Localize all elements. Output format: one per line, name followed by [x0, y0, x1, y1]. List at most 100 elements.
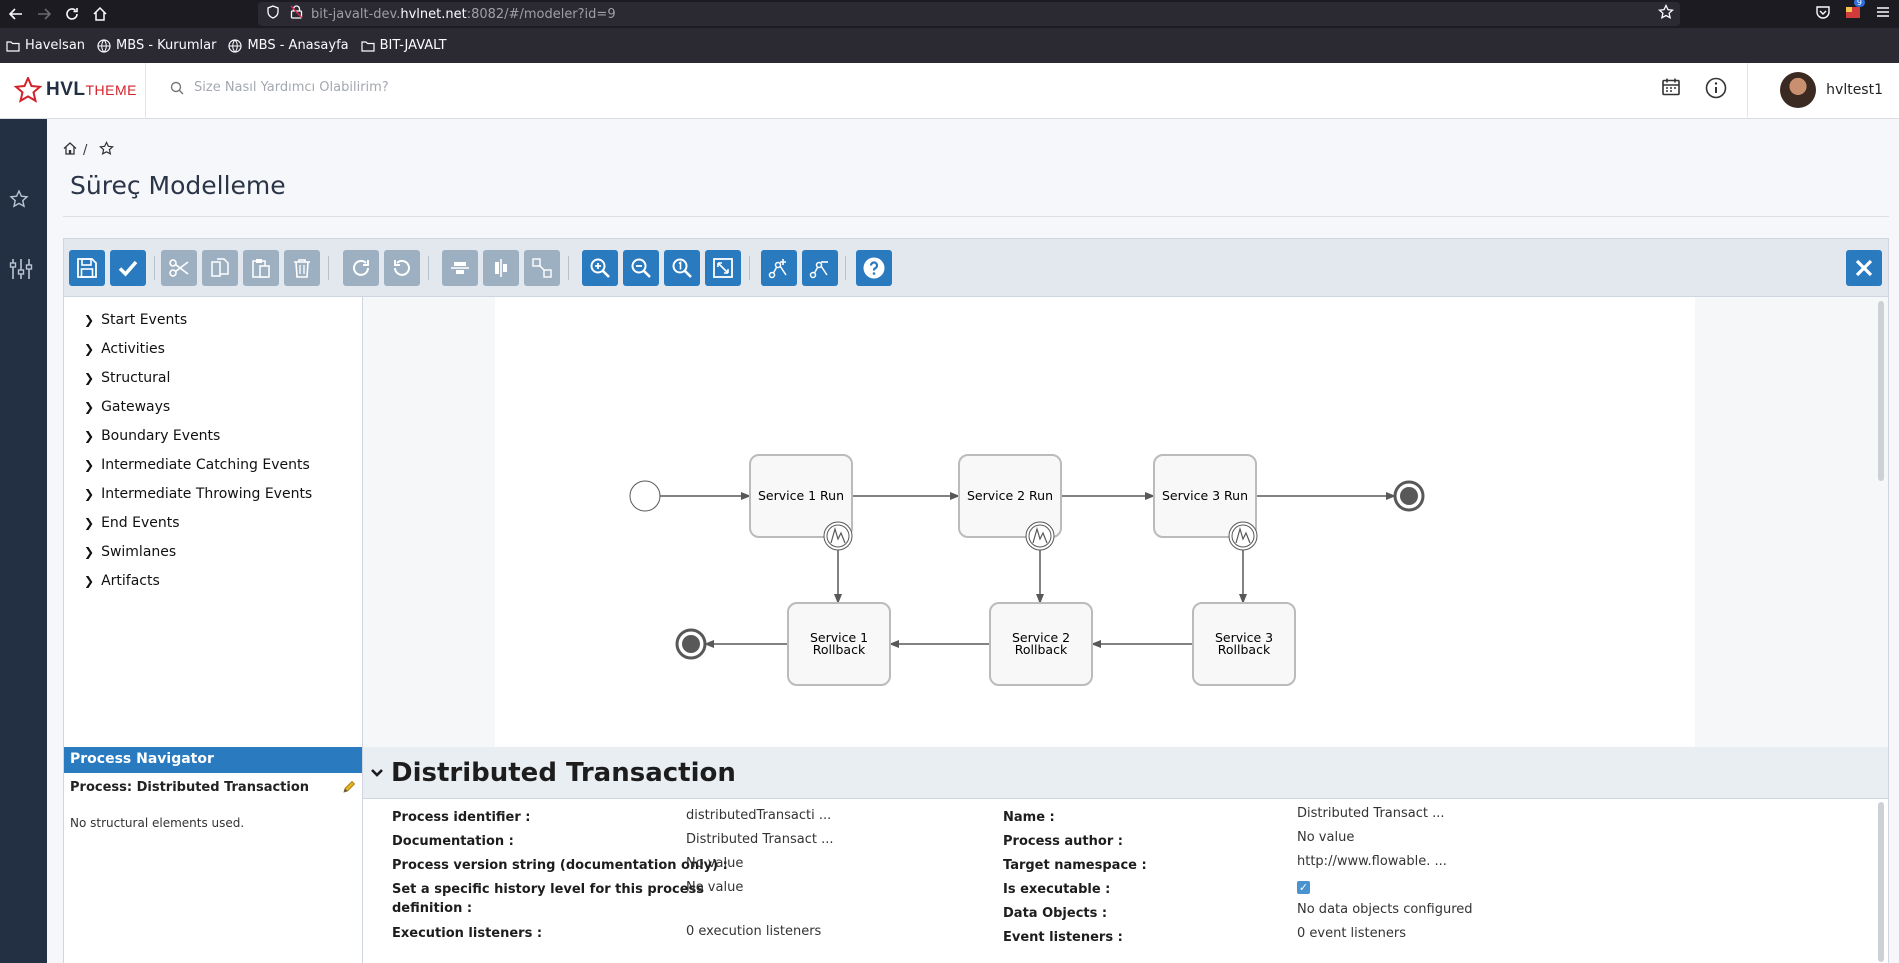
palette-group-gateways[interactable]: ❯Gateways [84, 399, 170, 415]
task-label: Service 3 Run [1162, 488, 1248, 503]
palette-group-swimlanes[interactable]: ❯Swimlanes [84, 544, 176, 560]
properties-panel: Distributed Transaction Process identifi… [363, 747, 1888, 963]
palette-group-boundary-events[interactable]: ❯Boundary Events [84, 428, 220, 444]
delete-button[interactable] [284, 250, 320, 286]
prop-execution-listeners-label: Execution listeners : [392, 926, 543, 941]
end-event[interactable] [675, 628, 707, 660]
home-icon[interactable] [88, 2, 112, 26]
prop-history-level-value[interactable]: No value [686, 880, 744, 895]
palette-group-label: Activities [101, 341, 165, 357]
notification-badge: 9 [1853, 0, 1865, 7]
pencil-icon[interactable] [342, 780, 356, 798]
palette-group-intermediate-catching-events[interactable]: ❯Intermediate Catching Events [84, 457, 310, 473]
compensation-boundary-event[interactable] [1025, 521, 1055, 551]
validate-icon [118, 260, 138, 277]
palette-group-start-events[interactable]: ❯Start Events [84, 312, 187, 328]
palette-group-end-events[interactable]: ❯End Events [84, 515, 180, 531]
add-bendpoint-button[interactable] [761, 250, 797, 286]
is-executable-checkbox[interactable]: ✓ [1297, 881, 1310, 894]
url-bar[interactable]: bit-javalt-dev.hvlnet.net:8082/#/modeler… [258, 2, 1680, 26]
prop-namespace-value[interactable]: http://www.flowable. ... [1297, 854, 1447, 869]
prop-version-value[interactable]: No value [686, 856, 744, 871]
bookmark-bit-javalt[interactable]: BIT-JAVALT [361, 38, 447, 53]
copy-button[interactable] [202, 250, 238, 286]
toolbar-separator [428, 256, 429, 280]
lock-icon[interactable] [290, 5, 303, 23]
menu-icon[interactable] [1875, 4, 1891, 24]
close-editor-button[interactable] [1846, 250, 1882, 286]
paste-button[interactable] [243, 250, 279, 286]
bookmark-mbs-kurumlar[interactable]: MBS - Kurumlar [97, 38, 216, 53]
service-task[interactable] [749, 454, 853, 538]
back-icon[interactable] [4, 2, 28, 26]
service-task[interactable] [958, 454, 1062, 538]
zoom-out-button[interactable] [623, 250, 659, 286]
url-suffix: :8082/#/modeler?id=9 [466, 6, 616, 22]
task-label: Service 1 Run [758, 488, 844, 503]
chevron-right-icon: ❯ [84, 458, 95, 472]
compensation-boundary-event[interactable] [1228, 521, 1258, 551]
properties-scrollbar[interactable] [1878, 802, 1884, 962]
start-event[interactable] [629, 480, 661, 512]
navigator-process-row[interactable]: Process: Distributed Transaction [64, 773, 362, 798]
rollback-task[interactable] [989, 602, 1093, 686]
favorites-star-icon[interactable] [9, 189, 29, 213]
hvl-logo[interactable]: HVLTHEME [14, 77, 137, 103]
bookmark-havelsan[interactable]: Havelsan [6, 38, 85, 53]
palette-group-structural[interactable]: ❯Structural [84, 370, 170, 386]
reload-icon[interactable] [60, 2, 84, 26]
editor-toolbar [64, 239, 1888, 297]
rollback-task[interactable] [787, 602, 891, 686]
zoom-actual-button[interactable] [664, 250, 700, 286]
palette-group-intermediate-throwing-events[interactable]: ❯Intermediate Throwing Events [84, 486, 312, 502]
same-size-button[interactable] [524, 250, 560, 286]
palette-group-activities[interactable]: ❯Activities [84, 341, 165, 357]
validate-button[interactable] [110, 250, 146, 286]
bpmn-canvas[interactable]: Service 1 Run Service 2 Run Service 3 Ru… [495, 297, 1695, 747]
user-menu[interactable]: hvltest1 [1780, 72, 1883, 108]
toolbar-separator [749, 256, 750, 280]
prop-execution-listeners-value[interactable]: 0 execution listeners [686, 924, 822, 939]
redo-button[interactable] [343, 250, 379, 286]
shield-icon[interactable] [266, 5, 280, 23]
navigator-process-label: Process: Distributed Transaction [70, 780, 310, 795]
folder-icon [361, 40, 375, 52]
undo-button[interactable] [384, 250, 420, 286]
palette-group-artifacts[interactable]: ❯Artifacts [84, 573, 160, 589]
folder-icon [6, 40, 20, 52]
calendar-icon[interactable] [1661, 77, 1681, 97]
sliders-icon[interactable] [9, 258, 33, 284]
help-button[interactable] [856, 250, 892, 286]
prop-author-value[interactable]: No value [1297, 830, 1355, 845]
properties-header[interactable]: Distributed Transaction [363, 747, 1888, 799]
info-icon[interactable] [1705, 77, 1727, 99]
cut-button[interactable] [161, 250, 197, 286]
extension-icon[interactable]: 9 [1845, 0, 1865, 24]
align-horizontal-button[interactable] [442, 250, 478, 286]
search-input[interactable] [194, 80, 594, 95]
remove-bendpoint-button[interactable] [802, 250, 838, 286]
zoom-in-button[interactable] [582, 250, 618, 286]
rollback-task[interactable] [1192, 602, 1296, 686]
bookmark-mbs-anasayfa[interactable]: MBS - Anasayfa [228, 38, 349, 53]
forward-icon[interactable] [32, 2, 56, 26]
service-task[interactable] [1153, 454, 1257, 538]
align-vertical-button[interactable] [483, 250, 519, 286]
task-label-line: Service 2 [1012, 630, 1070, 645]
breadcrumb-home-icon[interactable] [63, 142, 77, 159]
compensation-boundary-event[interactable] [823, 521, 853, 551]
canvas-scrollbar[interactable] [1878, 301, 1884, 481]
prop-process-identifier-value[interactable]: distributedTransacti ... [686, 808, 832, 823]
save-button[interactable] [69, 250, 105, 286]
prop-name-value[interactable]: Distributed Transact ... [1297, 806, 1445, 821]
end-event[interactable] [1393, 480, 1425, 512]
bookmark-star-icon[interactable] [1657, 3, 1675, 24]
breadcrumb-star-icon[interactable] [99, 140, 115, 160]
pocket-icon[interactable] [1815, 4, 1831, 24]
prop-data-objects-value[interactable]: No data objects configured [1297, 902, 1473, 917]
prop-documentation-value[interactable]: Distributed Transact ... [686, 832, 834, 847]
zoom-fit-button[interactable] [705, 250, 741, 286]
prop-event-listeners-value[interactable]: 0 event listeners [1297, 926, 1407, 941]
delete-icon [294, 259, 310, 278]
